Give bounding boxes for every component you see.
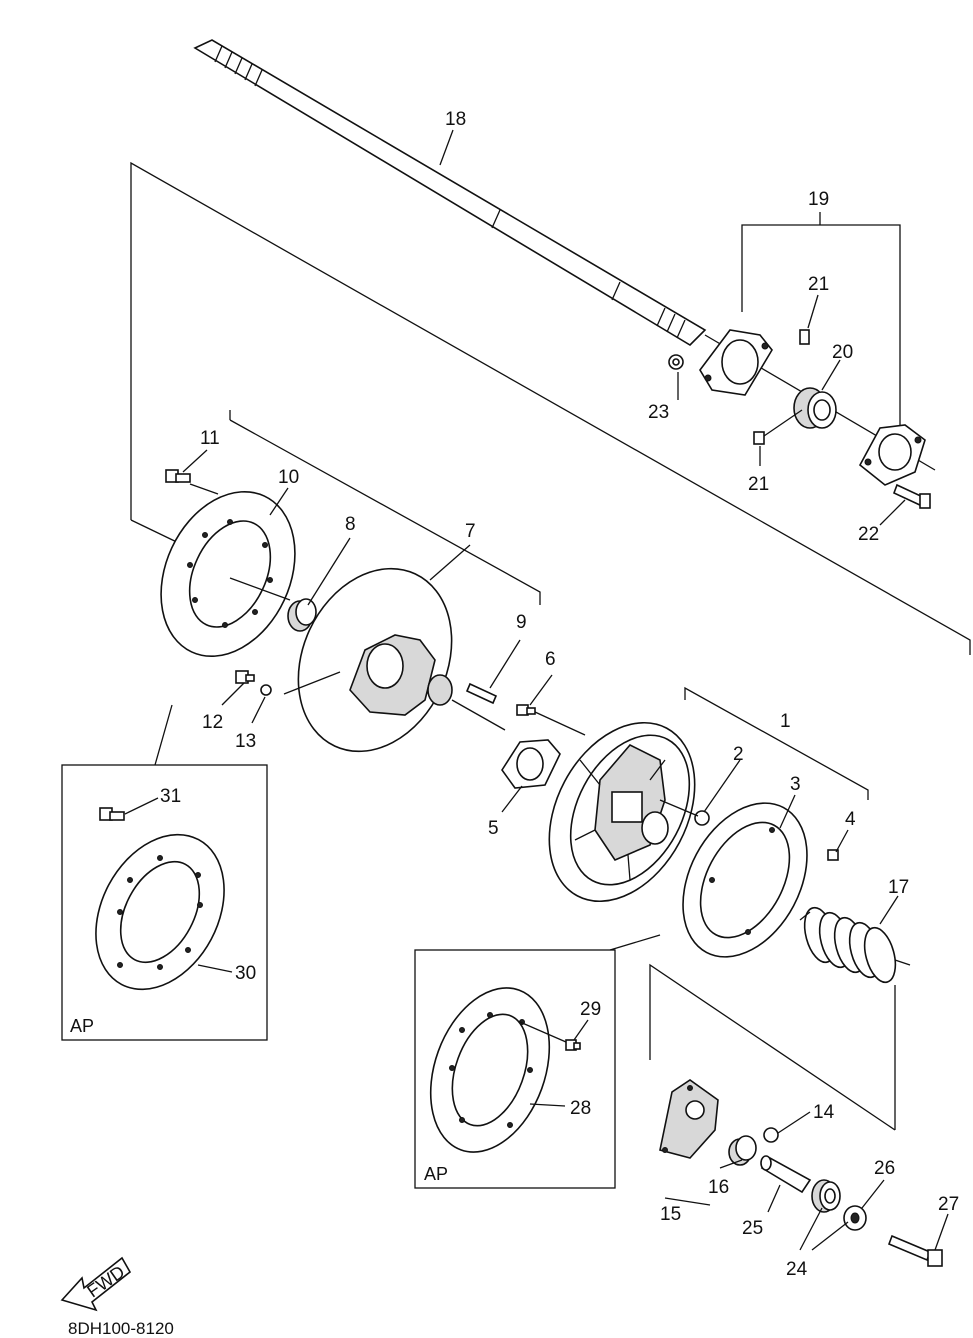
inset-caption-left: AP [70, 1016, 94, 1036]
label-part-5: 5 [488, 818, 499, 839]
label-part-29: 29 [580, 999, 601, 1020]
label-part-19: 19 [808, 189, 829, 210]
bushing-part-16 [728, 1135, 757, 1166]
bolt-part-27 [887, 1234, 943, 1267]
label-part-16: 16 [708, 1177, 729, 1198]
sheave-part-1 [548, 721, 696, 903]
label-part-20: 20 [832, 342, 853, 363]
label-part-24: 24 [786, 1259, 808, 1280]
brake-disc-part-10 [160, 490, 296, 658]
label-part-18: 18 [445, 109, 466, 130]
label-part-25: 25 [742, 1218, 763, 1239]
inset-box-left [61, 764, 268, 1041]
brake-disc-part-30 [95, 833, 225, 991]
washer-part-26 [843, 1205, 867, 1231]
sheave-part-7 [297, 567, 453, 753]
screw-part-4 [827, 849, 839, 861]
weight-arm-part-15 [659, 1079, 719, 1159]
label-part-30: 30 [235, 963, 256, 984]
label-part-12: 12 [202, 712, 223, 733]
label-part-3: 3 [790, 774, 801, 795]
shaft-part-18 [193, 39, 707, 347]
label-part-11: 11 [200, 428, 220, 449]
label-part-7: 7 [465, 521, 476, 542]
brake-disc-part-28 [429, 987, 551, 1153]
bearing-housing-plate-left [699, 329, 773, 396]
label-part-6: 6 [545, 649, 556, 670]
label-part-26: 26 [874, 1158, 895, 1179]
inset-box-middle [414, 949, 616, 1189]
label-part-4: 4 [845, 809, 856, 830]
label-part-15: 15 [660, 1204, 681, 1225]
bushing-part-8 [287, 598, 317, 632]
assembly-bracket-outline [130, 161, 971, 655]
label-part-8: 8 [345, 514, 356, 535]
pin-part-9 [465, 682, 498, 705]
nut-part-14 [763, 1127, 779, 1143]
roller-part-24 [811, 1179, 841, 1213]
label-part-9: 9 [516, 612, 527, 633]
label-part-2: 2 [733, 744, 744, 765]
set-screw-part-21-upper [799, 329, 810, 345]
label-part-13: 13 [235, 731, 256, 752]
bolt-part-11 [165, 469, 191, 483]
label-part-21-lower: 21 [748, 474, 769, 495]
plate-part-3 [682, 802, 808, 958]
inset-caption-middle: AP [424, 1164, 448, 1184]
label-part-22: 22 [858, 524, 879, 545]
label-part-14: 14 [813, 1102, 835, 1123]
label-part-10: 10 [278, 467, 299, 488]
forward-direction-arrow: FWD [60, 1256, 132, 1312]
spring-part-17 [799, 906, 911, 984]
bolt-part-22 [892, 483, 931, 509]
label-part-23: 23 [648, 402, 669, 423]
bolt-part-12 [235, 670, 255, 684]
nut-part-23 [668, 354, 684, 370]
bearing-housing-plate-right [858, 424, 926, 486]
catalog-code: 8DH100-8120 [68, 1319, 174, 1338]
pin-part-25 [760, 1155, 812, 1194]
nut-part-2 [694, 810, 710, 826]
label-part-28: 28 [570, 1098, 591, 1119]
label-part-1: 1 [780, 711, 791, 732]
label-part-31: 31 [160, 786, 181, 807]
bolt-part-31 [99, 807, 125, 821]
screw-part-29 [565, 1039, 581, 1051]
screw-part-6 [516, 704, 536, 716]
label-part-21-upper: 21 [808, 274, 829, 295]
set-screw-part-21-lower [753, 431, 765, 445]
bearing-part-20 [793, 387, 837, 429]
label-part-27: 27 [938, 1194, 959, 1215]
washer-part-13 [260, 684, 272, 696]
label-part-17: 17 [888, 877, 909, 898]
cam-plate-part-5 [501, 739, 561, 789]
